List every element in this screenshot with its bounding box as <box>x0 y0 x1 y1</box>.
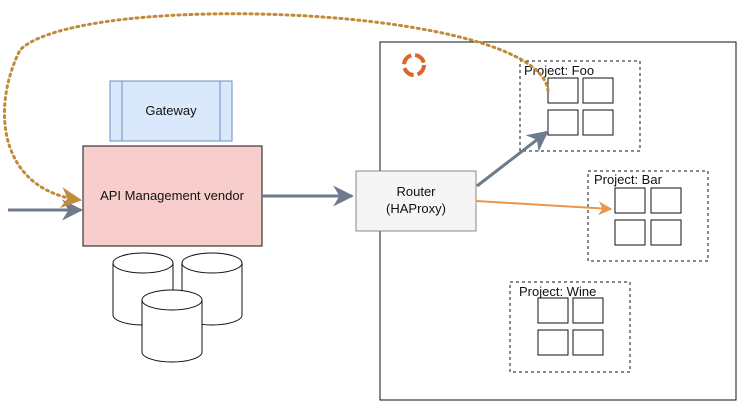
project-bar: Project: Bar <box>587 170 709 262</box>
pod-icon <box>572 297 604 324</box>
pod-icon <box>572 329 604 356</box>
openshift-logo-icon <box>402 53 426 77</box>
pod-icon <box>547 77 579 104</box>
router-box: Router (HAProxy) <box>355 170 477 232</box>
pod-icon <box>582 77 614 104</box>
pod-icon <box>537 297 569 324</box>
gateway-label: Gateway <box>145 103 197 118</box>
router-to-foo-arrow <box>476 130 549 188</box>
project-wine: Project: Wine <box>509 281 631 373</box>
pod-icon <box>650 187 682 214</box>
pod-icon <box>650 219 682 246</box>
api-management-vendor-box: API Management vendor <box>82 145 263 247</box>
pod-icon <box>614 187 646 214</box>
router-label: Router <box>396 184 436 199</box>
foo-to-vendor-dotted-arrow <box>3 12 550 209</box>
pod-icon <box>582 109 614 136</box>
pod-icon <box>614 219 646 246</box>
project-wine-label: Project: Wine <box>519 284 596 299</box>
database-icon <box>141 289 203 363</box>
pod-icon <box>537 329 569 356</box>
pod-icon <box>547 109 579 136</box>
router-sublabel: (HAProxy) <box>386 201 446 216</box>
router-to-bar-arrow <box>475 200 613 216</box>
vendor-label: API Management vendor <box>100 188 244 203</box>
gateway-box: Gateway <box>109 80 233 142</box>
project-bar-label: Project: Bar <box>594 172 663 187</box>
